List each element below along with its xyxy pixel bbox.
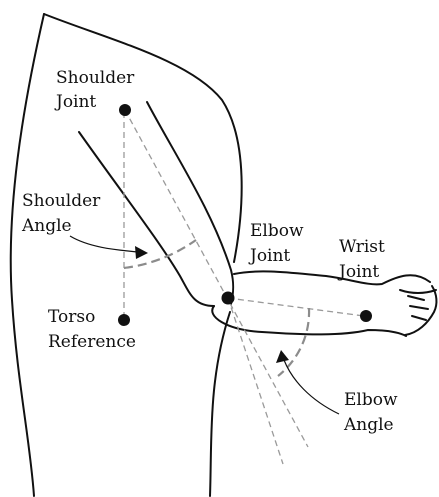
torso-reference-label: Torso Reference [48, 307, 136, 352]
shoulder-angle-pointer-line [70, 236, 138, 252]
upper-arm-front-outline [147, 102, 233, 304]
shoulder-angle-label: Shoulder Angle [21, 191, 106, 236]
hand-outline [400, 286, 436, 335]
elbow-angle-pointer-line [284, 360, 339, 414]
wrist-joint-dot [360, 310, 372, 322]
torso-lower-right-outline [210, 312, 230, 496]
elbow-to-bottom-line [228, 298, 283, 464]
upper-arm-back-outline [79, 132, 214, 306]
upper-arm-axis-line [125, 110, 308, 447]
forearm-axis-line [228, 298, 364, 316]
forearm-top-outline [234, 271, 430, 284]
finger-lines [408, 296, 428, 320]
torso-left-outline [11, 14, 44, 496]
elbow-angle-arrowhead-icon [276, 350, 289, 363]
shoulder-joint-dot [119, 104, 131, 116]
torso-top-right-outline [44, 14, 242, 262]
torso-reference-dot [118, 314, 130, 326]
elbow-joint-dot [222, 292, 235, 305]
elbow-angle-arc [278, 308, 309, 376]
shoulder-angle-arrowhead-icon [135, 246, 148, 259]
elbow-joint-label: Elbow Joint [248, 221, 309, 266]
wrist-joint-label: Wrist Joint [337, 237, 390, 282]
elbow-angle-label: Elbow Angle [343, 390, 403, 435]
